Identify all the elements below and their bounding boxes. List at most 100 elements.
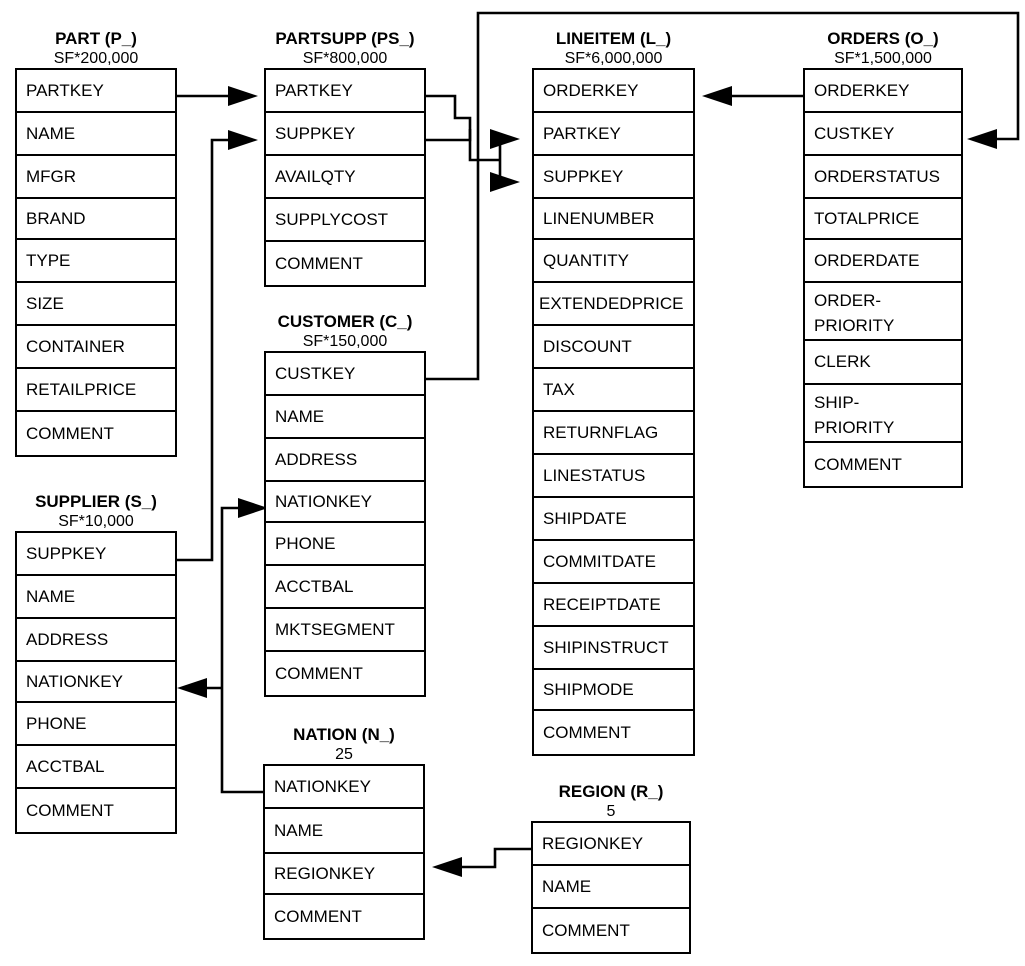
table-part-title: PART (P_) bbox=[55, 29, 137, 48]
field-orders-custkey: CUSTKEY bbox=[805, 113, 961, 156]
field-orders-clerk: CLERK bbox=[805, 341, 961, 385]
table-orders-box: ORDERKEY CUSTKEY ORDERSTATUS TOTALPRICE … bbox=[803, 68, 963, 488]
connector-supplier-to-partsupp bbox=[177, 130, 258, 562]
field-lineitem-tax: TAX bbox=[534, 369, 693, 412]
table-supplier-count: SF*10,000 bbox=[58, 513, 134, 530]
table-customer: CUSTOMER (C_) SF*150,000 CUSTKEY NAME AD… bbox=[264, 311, 426, 697]
field-part-retailprice: RETAILPRICE bbox=[17, 369, 175, 412]
field-nation-comment: COMMENT bbox=[274, 906, 362, 926]
field-supplier-name: NAME bbox=[17, 576, 175, 619]
field-customer-address: ADDRESS bbox=[266, 439, 424, 482]
field-lineitem-suppkey: SUPPKEY bbox=[534, 156, 693, 199]
field-lineitem-shipdate: SHIPDATE bbox=[534, 498, 693, 541]
table-supplier-title: SUPPLIER (S_) bbox=[35, 492, 157, 511]
field-lineitem-commitdate: COMMITDATE bbox=[534, 541, 693, 584]
field-orders-totalprice: TOTALPRICE bbox=[805, 199, 961, 240]
table-region: REGION (R_) 5 REGIONKEY NAME COMMENT bbox=[531, 781, 691, 954]
field-supplier-acctbal: ACCTBAL bbox=[17, 746, 175, 789]
field-customer-mktsegment: MKTSEGMENT bbox=[266, 609, 424, 652]
field-lineitem-receiptdate: RECEIPTDATE bbox=[534, 584, 693, 627]
field-lineitem-linestatus: LINESTATUS bbox=[534, 455, 693, 498]
table-customer-count: SF*150,000 bbox=[302, 333, 388, 350]
field-orders-orderpriority-line2: PRIORITY bbox=[814, 316, 895, 335]
field-partsupp-comment: COMMENT bbox=[275, 253, 363, 273]
field-region-name: NAME bbox=[533, 866, 689, 909]
field-orders-orderstatus: ORDERSTATUS bbox=[805, 156, 961, 199]
field-part-comment: COMMENT bbox=[26, 423, 114, 443]
field-region-comment: COMMENT bbox=[542, 920, 630, 940]
field-customer-name: NAME bbox=[266, 396, 424, 439]
field-partsupp-availqty: AVAILQTY bbox=[266, 156, 424, 199]
table-lineitem-title: LINEITEM (L_) bbox=[555, 29, 672, 48]
field-part-type: TYPE bbox=[17, 240, 175, 283]
table-part: PART (P_) SF*200,000 PARTKEY NAME MFGR B… bbox=[15, 28, 177, 457]
field-customer-phone: PHONE bbox=[266, 523, 424, 566]
connector-nation-to-customer-supplier bbox=[177, 498, 268, 794]
table-nation-box: NATIONKEY NAME REGIONKEY COMMENT bbox=[263, 764, 425, 940]
table-orders-count: SF*1,500,000 bbox=[834, 50, 932, 67]
field-lineitem-orderkey: ORDERKEY bbox=[534, 70, 693, 113]
table-orders: ORDERS (O_) SF*1,500,000 ORDERKEY CUSTKE… bbox=[803, 28, 963, 488]
connector-region-to-nation bbox=[432, 847, 531, 877]
field-part-partkey: PARTKEY bbox=[17, 70, 175, 113]
field-part-size: SIZE bbox=[17, 283, 175, 326]
field-lineitem-quantity: QUANTITY bbox=[534, 240, 693, 283]
table-customer-title: CUSTOMER (C_) bbox=[277, 312, 413, 331]
table-region-count: 5 bbox=[606, 803, 616, 820]
field-part-mfgr: MFGR bbox=[17, 156, 175, 199]
field-lineitem-linenumber: LINENUMBER bbox=[534, 199, 693, 240]
field-region-regionkey: REGIONKEY bbox=[533, 823, 689, 866]
field-lineitem-shipmode: SHIPMODE bbox=[534, 670, 693, 711]
field-partsupp-partkey: PARTKEY bbox=[266, 70, 424, 113]
field-lineitem-comment: COMMENT bbox=[543, 722, 631, 742]
field-supplier-comment: COMMENT bbox=[26, 800, 114, 820]
table-partsupp: PARTSUPP (PS_) SF*800,000 PARTKEY SUPPKE… bbox=[264, 28, 426, 287]
field-part-container: CONTAINER bbox=[17, 326, 175, 369]
field-nation-nationkey: NATIONKEY bbox=[265, 766, 423, 809]
table-lineitem-box: ORDERKEY PARTKEY SUPPKEY LINENUMBER QUAN… bbox=[532, 68, 695, 756]
field-orders-shippriority-line2: PRIORITY bbox=[814, 418, 895, 437]
connector-orders-to-lineitem bbox=[702, 86, 803, 106]
field-supplier-address: ADDRESS bbox=[17, 619, 175, 662]
field-partsupp-suppkey: SUPPKEY bbox=[266, 113, 424, 156]
field-orders-orderpriority-line1: ORDER- bbox=[814, 291, 882, 310]
table-partsupp-box: PARTKEY SUPPKEY AVAILQTY SUPPLYCOST COMM… bbox=[264, 68, 426, 287]
table-part-count: SF*200,000 bbox=[53, 50, 139, 67]
field-orders-orderkey: ORDERKEY bbox=[805, 70, 961, 113]
table-region-box: REGIONKEY NAME COMMENT bbox=[531, 821, 691, 954]
connector-part-to-partsupp bbox=[177, 86, 258, 106]
field-customer-comment: COMMENT bbox=[275, 663, 363, 683]
table-orders-title: ORDERS (O_) bbox=[827, 29, 939, 48]
field-lineitem-returnflag: RETURNFLAG bbox=[534, 412, 693, 455]
field-lineitem-partkey: PARTKEY bbox=[534, 113, 693, 156]
field-orders-shippriority: SHIP- PRIORITY bbox=[805, 385, 961, 443]
field-supplier-suppkey: SUPPKEY bbox=[17, 533, 175, 576]
field-lineitem-discount: DISCOUNT bbox=[534, 326, 693, 369]
field-part-brand: BRAND bbox=[17, 199, 175, 240]
table-customer-box: CUSTKEY NAME ADDRESS NATIONKEY PHONE ACC… bbox=[264, 351, 426, 697]
field-orders-orderpriority: ORDER- PRIORITY bbox=[805, 283, 961, 341]
field-orders-shippriority-line1: SHIP- bbox=[814, 393, 860, 412]
field-supplier-phone: PHONE bbox=[17, 703, 175, 746]
field-orders-orderdate: ORDERDATE bbox=[805, 240, 961, 283]
table-part-box: PARTKEY NAME MFGR BRAND TYPE SIZE CONTAI… bbox=[15, 68, 177, 457]
table-nation-count: 25 bbox=[335, 746, 353, 763]
field-nation-name: NAME bbox=[265, 809, 423, 854]
field-partsupp-supplycost: SUPPLYCOST bbox=[266, 199, 424, 242]
table-partsupp-title: PARTSUPP (PS_) bbox=[275, 29, 415, 48]
connector-partsupp-to-lineitem bbox=[426, 94, 520, 192]
table-supplier: SUPPLIER (S_) SF*10,000 SUPPKEY NAME ADD… bbox=[15, 491, 177, 834]
field-orders-comment: COMMENT bbox=[814, 454, 902, 474]
table-lineitem-count: SF*6,000,000 bbox=[564, 50, 663, 67]
table-partsupp-count: SF*800,000 bbox=[302, 50, 388, 67]
table-region-title: REGION (R_) bbox=[558, 782, 664, 801]
field-supplier-nationkey: NATIONKEY bbox=[17, 662, 175, 703]
field-customer-custkey: CUSTKEY bbox=[266, 353, 424, 396]
table-lineitem: LINEITEM (L_) SF*6,000,000 ORDERKEY PART… bbox=[532, 28, 695, 756]
table-supplier-box: SUPPKEY NAME ADDRESS NATIONKEY PHONE ACC… bbox=[15, 531, 177, 834]
field-nation-regionkey: REGIONKEY bbox=[265, 854, 423, 895]
field-customer-nationkey: NATIONKEY bbox=[266, 482, 424, 523]
field-customer-acctbal: ACCTBAL bbox=[266, 566, 424, 609]
field-part-name: NAME bbox=[17, 113, 175, 156]
